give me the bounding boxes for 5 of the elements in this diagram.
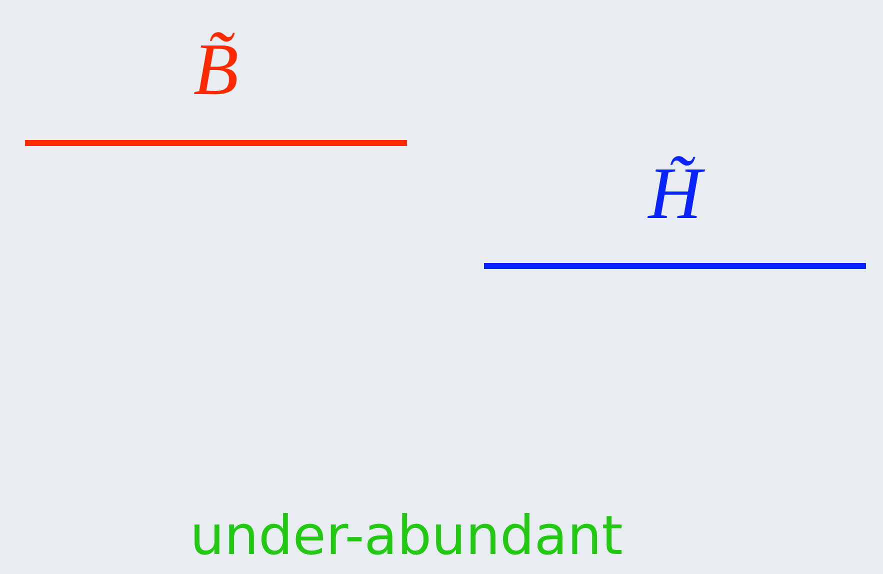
level-label: B̃: [192, 30, 240, 110]
energy-level: [25, 30, 407, 146]
level-label: H̃: [484, 154, 866, 234]
note-text: under-abundant: [190, 504, 623, 568]
energy-level: [484, 154, 866, 269]
